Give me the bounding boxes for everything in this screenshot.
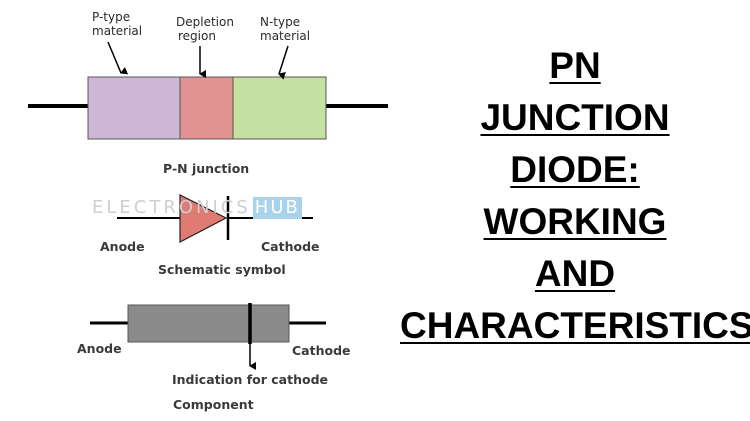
- n-type-arrow: [278, 45, 289, 80]
- title-line-1: PN: [549, 45, 601, 86]
- schematic-anode-label: Anode: [100, 239, 145, 254]
- n-type-region: [232, 76, 327, 140]
- component-body: [127, 304, 290, 343]
- indication-label: Indication for cathode: [172, 372, 328, 387]
- title-line-4: WORKING: [483, 201, 667, 242]
- p-type-label: P-type material: [92, 10, 142, 38]
- diode-triangle: [179, 194, 228, 243]
- depletion-label-line2: region: [178, 29, 216, 43]
- schematic-caption: Schematic symbol: [158, 262, 286, 277]
- schematic-cathode-label: Cathode: [261, 239, 320, 254]
- depletion-region: [179, 76, 234, 140]
- n-type-label: N-type material: [260, 15, 310, 43]
- watermark-text: ELECTRONICS: [92, 197, 251, 218]
- component-anode-label: Anode: [77, 341, 122, 356]
- n-type-label-line2: material: [260, 29, 311, 43]
- title-line-3: DIODE:: [510, 149, 640, 190]
- n-type-label-line1: N-type: [260, 15, 301, 29]
- title-line-6: CHARACTERISTICS: [400, 305, 750, 346]
- pn-junction-caption: P-N junction: [163, 161, 250, 176]
- page-title: PN JUNCTION DIODE: WORKING AND CHARACTER…: [400, 40, 750, 352]
- depletion-label: Depletion region: [176, 15, 234, 43]
- p-type-label-line2: material: [92, 24, 143, 38]
- p-type-arrow: [107, 41, 129, 75]
- title-line-5: AND: [534, 253, 616, 294]
- component-caption: Component: [173, 397, 254, 412]
- component-cathode-label: Cathode: [292, 343, 351, 358]
- p-type-label-line1: P-type: [92, 10, 131, 24]
- watermark-hub: HUB: [252, 197, 302, 219]
- p-type-region: [87, 76, 181, 140]
- title-line-2: JUNCTION: [480, 97, 670, 138]
- depletion-label-line1: Depletion: [176, 15, 234, 29]
